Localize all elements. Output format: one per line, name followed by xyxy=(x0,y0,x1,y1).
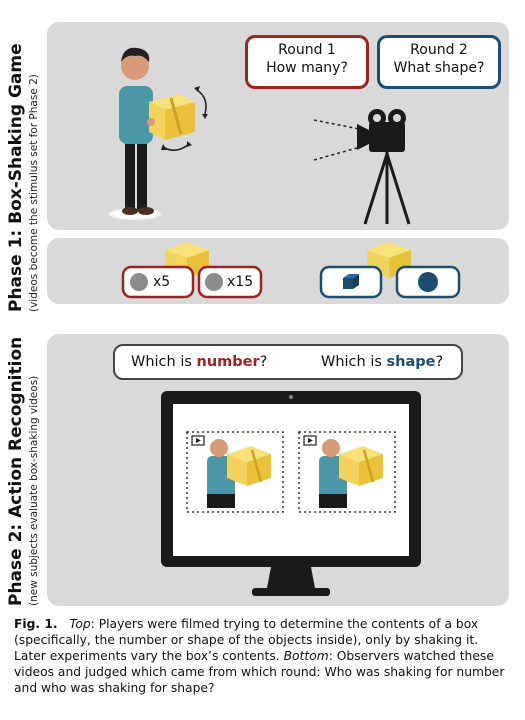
monitor-illustration xyxy=(161,391,421,596)
sphere-icon xyxy=(205,273,223,291)
phase1-label: Phase 1: Box-Shaking Game (videos become… xyxy=(6,12,40,312)
phase2-label: Phase 2: Action Recognition (new subject… xyxy=(6,326,40,606)
question-bar: Which is number? Which is shape? xyxy=(113,344,463,380)
phase1-scene xyxy=(109,47,411,225)
round1-question: How many? xyxy=(266,60,348,76)
cube-icon xyxy=(343,274,359,289)
video-camera-illustration xyxy=(313,109,411,225)
phase2-title: Phase 2: Action Recognition xyxy=(6,336,26,606)
box-contents-illustration xyxy=(121,242,461,299)
figure-caption: Fig. 1. Top: Players were filmed trying … xyxy=(14,616,512,696)
caption-label: Fig. 1. xyxy=(14,617,58,631)
shape-question: Which is shape? xyxy=(321,354,444,370)
sphere-icon xyxy=(130,273,148,291)
number-question: Which is number? xyxy=(131,354,268,370)
blue-sphere-icon xyxy=(418,272,438,292)
count-5-label: x5 xyxy=(153,274,171,290)
shape-word: shape xyxy=(386,354,436,370)
caption-top-text: : Players were filmed trying to determin… xyxy=(14,617,479,663)
phase1-title: Phase 1: Box-Shaking Game xyxy=(6,43,26,312)
video-thumbnail-right xyxy=(298,431,396,513)
phase1-conditions-panel: x5 x15 xyxy=(47,238,509,304)
round2-question: What shape? xyxy=(393,60,485,76)
video-thumbnail-left xyxy=(186,431,284,513)
count-15-label: x15 xyxy=(227,274,254,290)
phase1-scene-panel: Round 1 How many? Round 2 What shape? xyxy=(47,22,509,230)
phase2-subtitle: (new subjects evaluate box-shaking video… xyxy=(28,375,40,606)
round2-title: Round 2 xyxy=(410,42,468,58)
phase2-panel: Which is number? Which is shape? xyxy=(47,334,509,606)
round1-box: Round 1 How many? xyxy=(245,35,369,89)
number-word: number xyxy=(196,354,260,370)
caption-bottom-text: : Observers watched these videos and jud… xyxy=(14,649,505,695)
caption-bottom-word: Bottom xyxy=(283,649,329,663)
round1-title: Round 1 xyxy=(278,42,336,58)
person-shaking-box-illustration xyxy=(109,47,208,220)
round2-box: Round 2 What shape? xyxy=(377,35,501,89)
caption-top-word: Top xyxy=(69,617,91,631)
phase1-subtitle: (videos become the stimulus set for Phas… xyxy=(28,74,40,312)
